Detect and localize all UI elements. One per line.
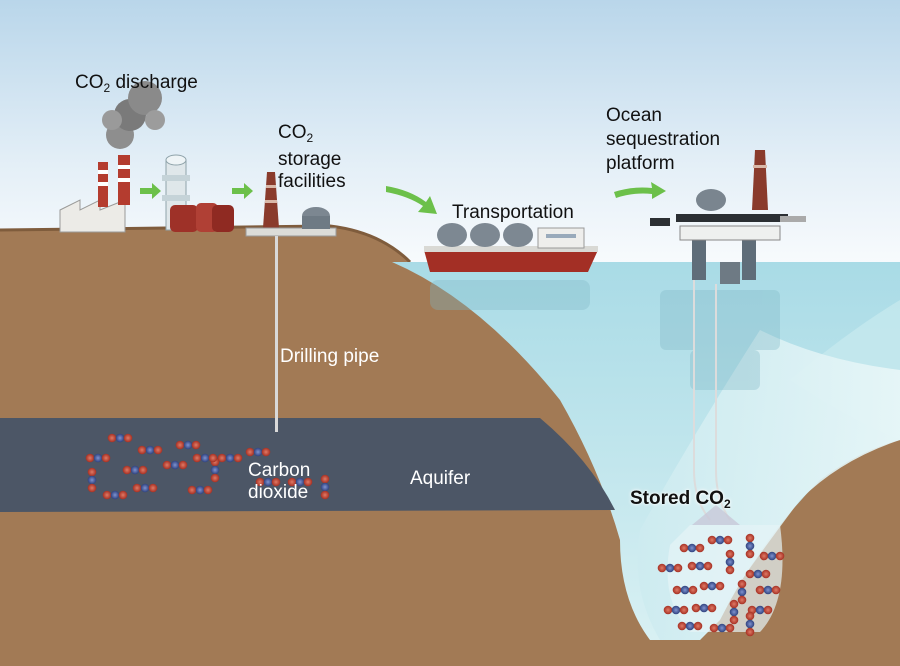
- flow-arrows: [140, 182, 666, 214]
- co2-molecule: [87, 467, 97, 493]
- ocean-platform-line2: sequestration: [606, 129, 721, 150]
- co2-storage-prefix: CO: [278, 122, 307, 143]
- co2-discharge-prefix: CO: [75, 72, 104, 93]
- drilling-pipe-line: [275, 236, 278, 432]
- factory: [59, 81, 165, 233]
- co2-molecule: [745, 533, 755, 559]
- co2-discharge-suffix: discharge: [110, 72, 198, 93]
- co2-molecule: [709, 623, 735, 633]
- co2-storage-label: CO2 storage facilities: [278, 122, 346, 193]
- ocean-platform-line1: Ocean: [606, 105, 662, 126]
- co2-storage-sub: 2: [306, 131, 314, 145]
- co2-molecule: [679, 543, 705, 553]
- co2-molecule: [729, 599, 739, 625]
- carbon-dioxide-line2: dioxide: [248, 482, 309, 503]
- co2-molecule: [162, 460, 188, 470]
- stored-co2-sub: 2: [723, 497, 731, 511]
- co2-molecule: [663, 605, 689, 615]
- co2-molecule: [210, 457, 220, 483]
- co2-molecule: [687, 561, 713, 571]
- ground-surface: [0, 224, 412, 264]
- aquifer-molecules: [85, 433, 330, 500]
- drilling-pipe-label: Drilling pipe: [280, 346, 380, 367]
- red-tanks: [170, 203, 234, 232]
- co2-storage-line3: facilities: [278, 171, 346, 192]
- carbon-dioxide-label: Carbon dioxide: [248, 460, 310, 504]
- co2-molecule: [217, 453, 243, 463]
- co2-molecule: [107, 433, 133, 443]
- co2-discharge-label: CO2 discharge: [75, 72, 198, 99]
- sequestration-platform: [650, 150, 806, 284]
- co2-molecule: [737, 579, 747, 605]
- co2-molecule: [137, 445, 163, 455]
- stored-co2-cone: [692, 505, 740, 525]
- stored-co2-prefix: Stored CO: [630, 488, 724, 509]
- co2-molecule: [759, 551, 785, 561]
- co2-molecule: [745, 569, 771, 579]
- co2-storage-line2: storage: [278, 149, 342, 170]
- co2-molecule: [677, 621, 703, 631]
- co2-molecule: [699, 581, 725, 591]
- co2-molecule: [187, 485, 213, 495]
- co2-molecule: [747, 605, 773, 615]
- carbon-dioxide-line1: Carbon: [248, 460, 311, 481]
- aquifer-label: Aquifer: [410, 468, 471, 489]
- ocean-platform-line3: platform: [606, 153, 675, 174]
- co2-molecule: [745, 611, 755, 637]
- co2-molecule: [707, 535, 733, 545]
- co2-molecule: [657, 563, 683, 573]
- co2-molecule: [287, 477, 313, 487]
- co2-molecule: [122, 465, 148, 475]
- co2-molecule: [691, 603, 717, 613]
- stored-molecules: [657, 533, 785, 637]
- co2-molecule: [85, 453, 111, 463]
- transportation-label: Transportation: [452, 202, 574, 223]
- co2-molecule: [255, 477, 281, 487]
- co2-molecule: [175, 440, 201, 450]
- stored-co2-label: Stored CO2: [630, 488, 731, 515]
- co2-molecule: [245, 447, 271, 457]
- co2-molecule: [102, 490, 128, 500]
- co2-molecule: [192, 453, 218, 463]
- underwater-reflections: [430, 280, 780, 390]
- co2-discharge-sub: 2: [103, 81, 111, 95]
- co2-molecule: [672, 585, 698, 595]
- co2-molecule: [132, 483, 158, 493]
- ocean-platform-label: Ocean sequestration platform: [606, 104, 720, 176]
- tanker-ship: [424, 223, 598, 272]
- co2-molecule: [725, 549, 735, 575]
- co2-molecule: [320, 474, 330, 500]
- co2-molecule: [755, 585, 781, 595]
- storage-chimney: [245, 172, 337, 237]
